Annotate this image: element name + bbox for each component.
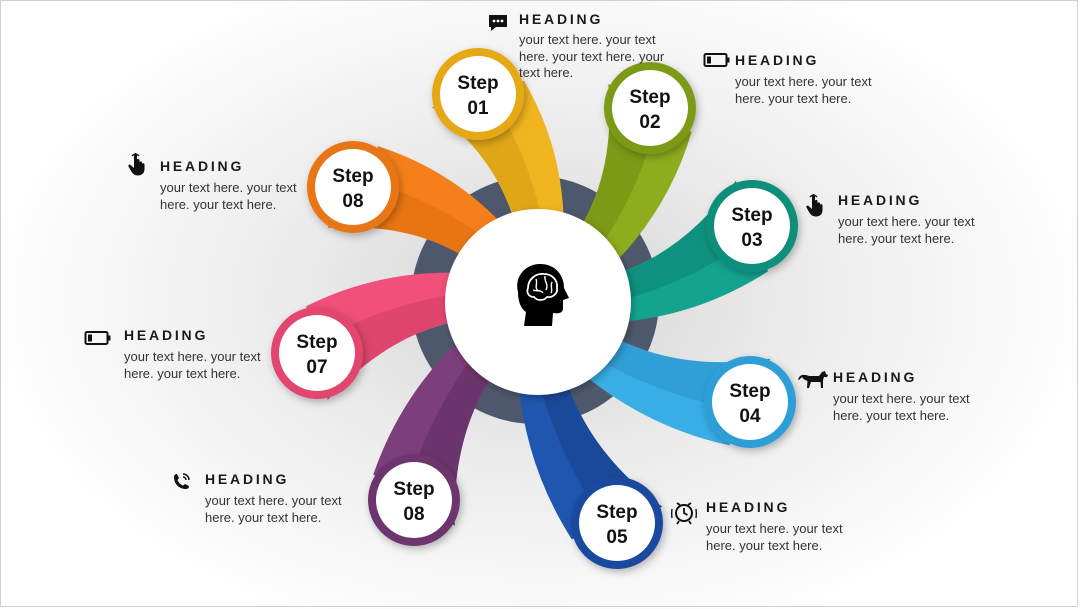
step-number: 07 [306,357,327,378]
step-word: Step [457,73,498,94]
callout-text: your text here. your text here. your tex… [833,391,970,423]
callout-text: your text here. your text here. your tex… [519,32,665,80]
callout-text: your text here. your text here. your tex… [160,180,297,212]
phone-icon [170,471,192,493]
step-number: 08 [403,504,424,525]
callout-heading: HEADING [205,471,290,487]
step-number: 03 [741,230,762,251]
callout-text: your text here. your text here. your tex… [735,74,872,106]
step-word: Step [332,166,373,187]
badge-face [440,56,516,132]
horse-icon [797,368,829,390]
badge-face [579,485,655,561]
chat-icon [487,12,509,34]
step-badge-6: Step 08 [368,454,460,546]
step-badge-7: Step 07 [271,307,363,399]
step-number: 01 [467,98,489,119]
callout-step-02: HEADING your text here. your text here. … [735,51,935,107]
callout-heading: HEADING [706,499,791,515]
step-number: 04 [739,406,761,427]
step-word: Step [729,381,770,402]
callout-step-08: HEADING your text here. your text here. … [160,157,360,213]
callout-step-03: HEADING your text here. your text here. … [838,191,1038,247]
step-word: Step [596,502,637,523]
step-badge-2: Step 02 [604,62,696,154]
brain-head-icon [517,264,569,326]
callout-heading: HEADING [735,52,820,68]
pointer-hand-icon [126,150,148,178]
callout-text: your text here. your text here. your tex… [205,493,342,525]
step-word: Step [393,479,434,500]
pointer-hand-icon [804,192,826,218]
callout-heading: HEADING [160,158,245,174]
step-badge-1: Step 01 [432,48,524,140]
callout-step-07: HEADING your text here. your text here. … [124,326,324,382]
step-number: 02 [639,112,660,133]
badge-face [612,70,688,146]
battery-icon [84,327,112,349]
step-badge-4: Step 04 [704,356,796,448]
callout-step-04: HEADING your text here. your text here. … [833,368,1033,424]
step-number: 05 [606,527,628,548]
petal-shade [314,289,542,400]
callout-text: your text here. your text here. your tex… [124,349,261,381]
step-word: Step [731,205,772,226]
callout-text: your text here. your text here. your tex… [838,214,975,246]
callout-heading: HEADING [833,369,918,385]
badge-face [714,188,790,264]
step-badge-8: Step 08 [307,141,399,233]
badge-face [279,315,355,391]
step-badge-5: Step 05 [571,477,663,569]
callout-text: your text here. your text here. your tex… [706,521,843,553]
alarm-clock-icon [669,499,699,525]
step-number: 08 [342,191,363,212]
badge-face [376,462,452,538]
badge-face [315,149,391,225]
callout-step-05: HEADING your text here. your text here. … [706,498,906,554]
step-badge-3: Step 03 [706,180,798,272]
callout-heading: HEADING [519,11,604,27]
step-word: Step [629,87,670,108]
battery-icon [703,49,731,71]
callout-step-01: HEADING your text here. your text here. … [519,10,719,82]
step-word: Step [296,332,337,353]
callout-heading: HEADING [124,327,209,343]
badge-face [712,364,788,440]
callout-heading: HEADING [838,192,923,208]
callout-step-06: HEADING your text here. your text here. … [205,470,405,526]
